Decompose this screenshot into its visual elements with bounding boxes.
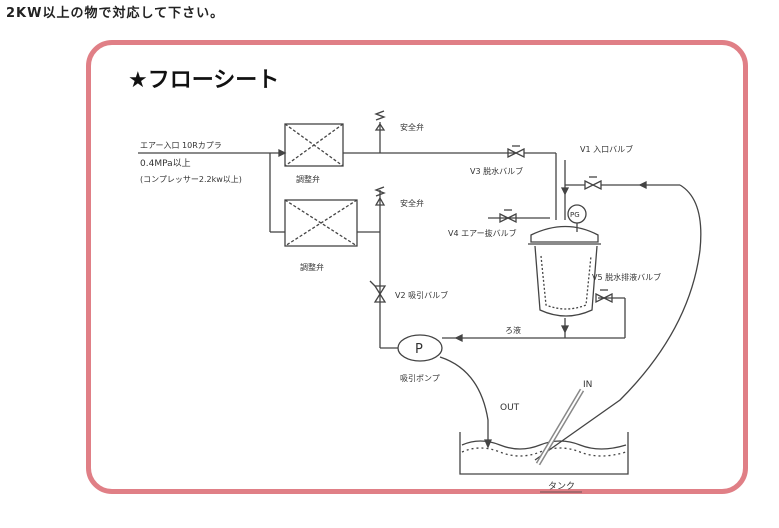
safety-valve-2-label: 安全弁: [400, 198, 424, 208]
v4-label: V4 エアー抜バルブ: [448, 228, 517, 238]
tank-in-line: [534, 184, 702, 461]
regulator-1: [284, 123, 344, 167]
pump-out-line: [439, 356, 489, 444]
v3-valve: [507, 147, 518, 159]
tank-label: タンク: [548, 481, 575, 492]
vessel-lid: [530, 225, 599, 243]
suction-pump: [397, 334, 443, 362]
pressure-label: 0.4MPa以上: [140, 158, 191, 169]
out-label: OUT: [500, 403, 520, 413]
tank: [459, 432, 629, 475]
pump-label: 吸引ポンプ: [400, 374, 440, 383]
regulator-2-label: 調整弁: [300, 262, 324, 272]
safety-valve-2: [374, 196, 386, 206]
flowsheet-title: ★フローシート: [128, 68, 280, 93]
air-inlet-arrow: [278, 148, 287, 158]
v2-valve-lower: [373, 292, 387, 303]
gauge-label: PG: [570, 211, 580, 219]
pump-symbol: P: [415, 342, 423, 357]
flowsheet-panel: [86, 40, 748, 494]
v1-valve: [584, 179, 595, 191]
safety-valve-1: [374, 122, 386, 131]
air-inlet-label: エアー入口 10Rカプラ: [140, 141, 222, 150]
regulator-2: [284, 199, 358, 247]
filtrate-label: ろ液: [505, 325, 521, 335]
regulator-1-label: 調整弁: [296, 174, 320, 184]
v3-label: V3 脱水バルブ: [470, 166, 523, 176]
v4-valve: [499, 212, 510, 224]
v2-valve: [373, 285, 387, 296]
vessel-body: [534, 245, 598, 317]
v1-label: V1 入口バルブ: [580, 144, 633, 154]
tank-liquid-surface: [461, 440, 627, 450]
v2-label: V2 吸引バルブ: [395, 290, 448, 300]
instruction-note: 2KW以上の物で対応して下さい。: [6, 6, 225, 21]
in-label: IN: [583, 380, 592, 390]
v5-label: V5 脱水排液バルブ: [592, 272, 661, 282]
v5-valve: [595, 292, 606, 304]
safety-valve-1-label: 安全弁: [400, 122, 424, 132]
compressor-label: (コンプレッサー2.2kw以上): [140, 175, 242, 184]
